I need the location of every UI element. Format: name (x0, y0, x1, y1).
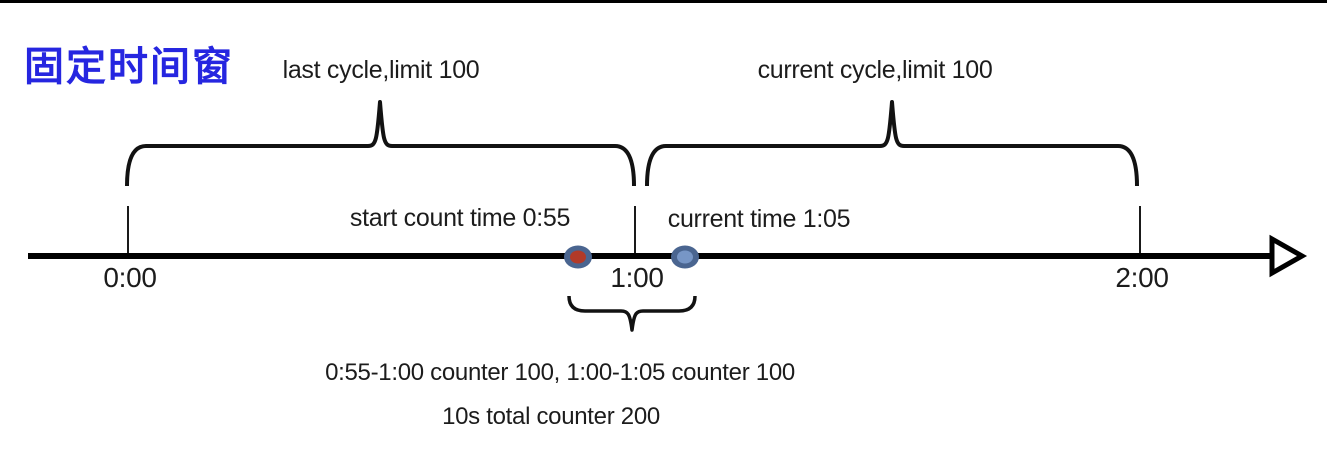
tick-label-1-00: 1:00 (610, 262, 664, 293)
start-count-marker-dot (570, 250, 586, 264)
start-count-marker (564, 245, 592, 269)
start-count-label: start count time 0:55 (349, 204, 571, 232)
top-divider (0, 0, 1327, 3)
summary-line-1: 0:55-1:00 counter 100, 1:00-1:05 counter… (325, 359, 795, 386)
last-cycle-brace (125, 100, 636, 187)
current-time-label: current time 1:05 (667, 205, 851, 233)
tick-label-0-00: 0:00 (103, 262, 157, 293)
last-cycle-label: last cycle,limit 100 (282, 56, 480, 84)
current-time-marker (671, 245, 699, 269)
current-time-marker-dot (677, 250, 693, 264)
timeline-arrow-icon (1269, 234, 1308, 278)
page-title: 固定时间窗 (24, 45, 234, 89)
counting-window-brace (567, 295, 697, 332)
current-cycle-brace (645, 100, 1139, 187)
summary-line-2: 10s total counter 200 (442, 403, 660, 430)
tick-label-2-00: 2:00 (1115, 262, 1169, 293)
current-cycle-label: current cycle,limit 100 (757, 56, 993, 84)
